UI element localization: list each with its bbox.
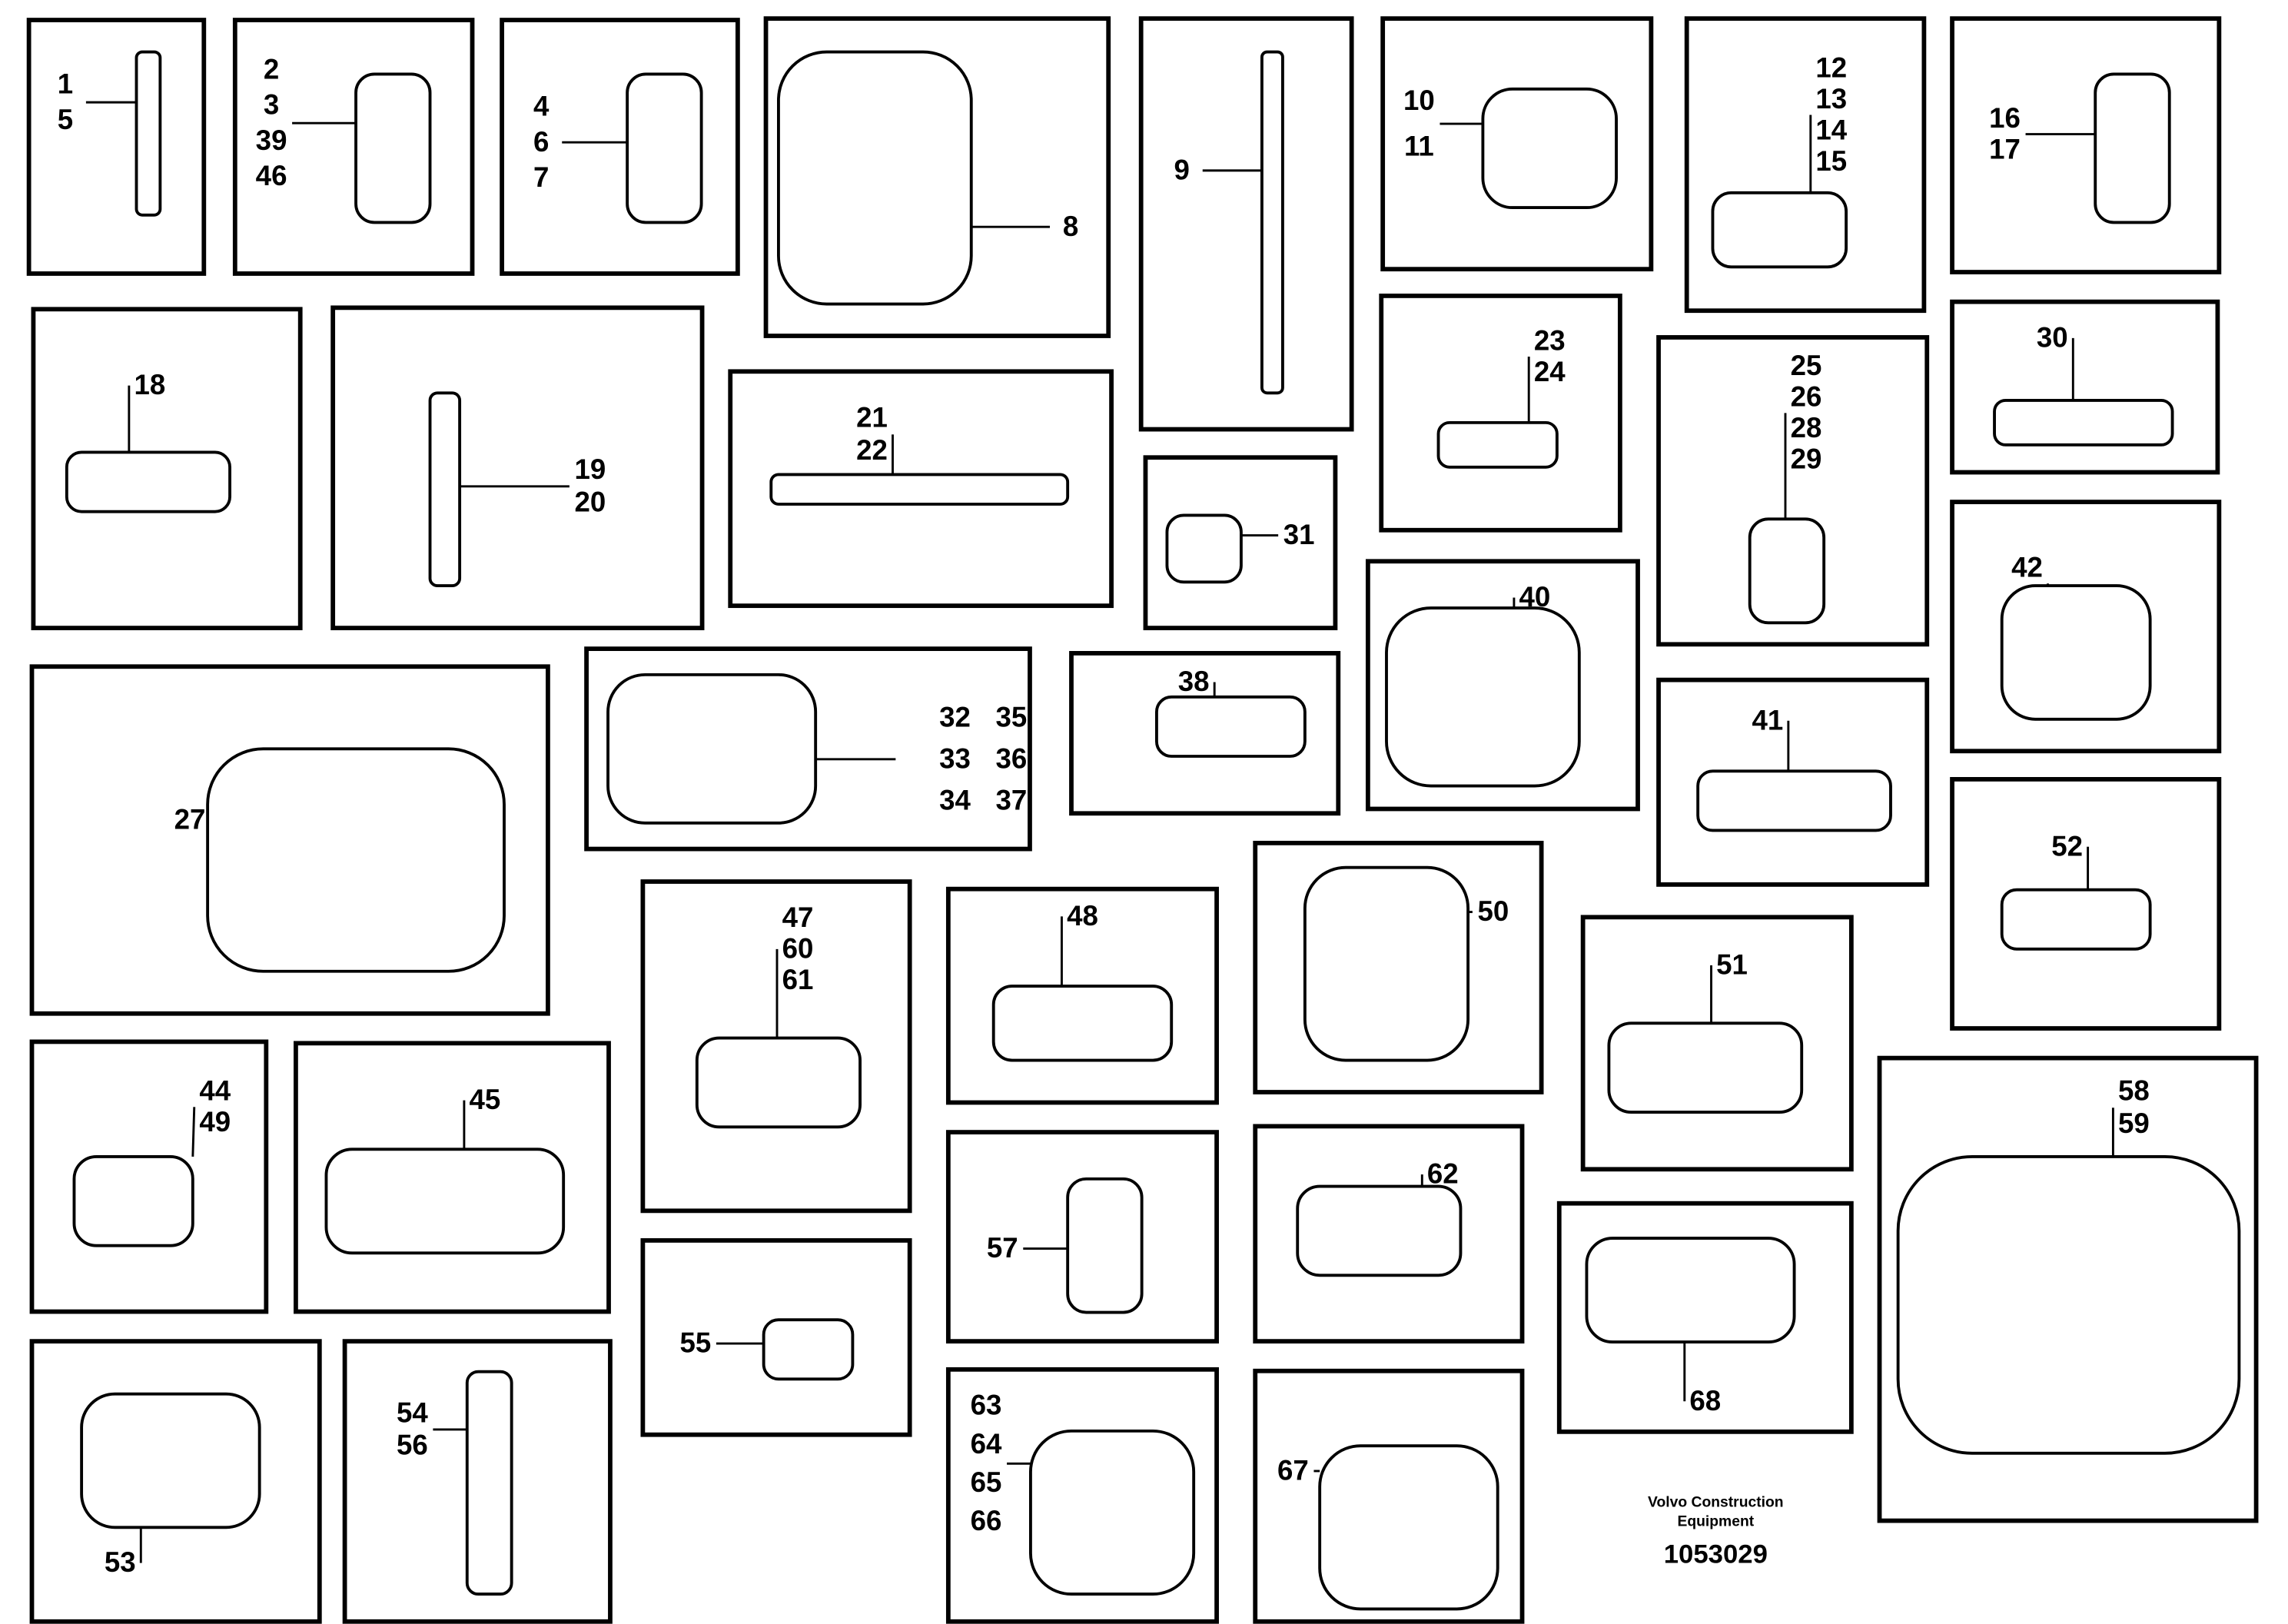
- company-line-1: Volvo Construction: [1648, 1494, 1784, 1512]
- callout-number: 53: [104, 1548, 136, 1579]
- callout-number: 35: [995, 702, 1028, 735]
- callout-number: 66: [970, 1506, 1002, 1538]
- callout-number: 6: [533, 127, 550, 159]
- callout-number: 8: [1062, 211, 1079, 244]
- part-panel: [640, 879, 912, 1214]
- part-panel: [1253, 1368, 1525, 1624]
- callout-number: 43: [2011, 584, 2043, 616]
- part-panel: [1253, 840, 1544, 1094]
- company-name: Volvo Construction Equipment: [1648, 1493, 1784, 1532]
- callout-number: 26: [1790, 382, 1822, 414]
- callout-number: 47: [782, 903, 814, 935]
- callout-number: 63: [970, 1390, 1002, 1423]
- callout-number: 21: [856, 403, 888, 435]
- part-panel: [728, 369, 1114, 609]
- part-panel: [232, 18, 475, 276]
- callout-number: 51: [1716, 950, 1748, 982]
- part-panel: [1684, 16, 1927, 314]
- callout-number: 22: [856, 436, 888, 467]
- callout-number: 34: [939, 785, 971, 818]
- callout-number: 50: [1477, 897, 1509, 928]
- callout-number: 65: [970, 1468, 1002, 1499]
- callout-number: 31: [1283, 520, 1315, 552]
- part-panel: [330, 305, 705, 630]
- callout-number: 38: [1177, 667, 1210, 699]
- callout-number: 5: [57, 105, 74, 137]
- callout-number: 24: [1533, 357, 1566, 389]
- callout-number: 60: [782, 934, 814, 966]
- callout-number: 10: [1403, 85, 1435, 118]
- part-panel: [1950, 16, 2222, 274]
- callout-number: 30: [2036, 323, 2068, 355]
- callout-number: 15: [1815, 147, 1848, 178]
- part-panel: [294, 1041, 611, 1314]
- callout-number: 49: [199, 1108, 231, 1139]
- callout-number: 32: [939, 702, 971, 735]
- callout-number: 14: [1815, 115, 1848, 148]
- callout-number: 55: [679, 1328, 712, 1360]
- callout-number: 19: [574, 455, 606, 487]
- part-panel: [29, 664, 550, 1016]
- part-panel: [1365, 559, 1640, 812]
- callout-number: 67: [1277, 1456, 1309, 1488]
- part-panel: [1950, 500, 2222, 754]
- callout-number: 13: [1815, 84, 1848, 116]
- callout-number: 16: [1989, 104, 2021, 135]
- part-panel: [1138, 16, 1354, 432]
- company-line-2: Equipment: [1677, 1513, 1755, 1531]
- callout-number: 11: [1404, 131, 1434, 164]
- part-panel: [763, 16, 1111, 338]
- part-panel: [29, 1039, 269, 1314]
- part-panel: [1950, 777, 2222, 1031]
- part-panel: [1877, 1055, 2259, 1523]
- callout-number: 2: [263, 55, 280, 86]
- callout-number: 44: [199, 1076, 231, 1108]
- callout-number: 61: [782, 965, 814, 997]
- callout-number: 57: [986, 1234, 1018, 1265]
- callout-number: 64: [970, 1429, 1002, 1461]
- part-panel: [1950, 299, 2220, 475]
- callout-number: 27: [174, 805, 206, 837]
- callout-number: 17: [1989, 135, 2021, 167]
- callout-number: 68: [1689, 1386, 1722, 1418]
- part-panel: [1656, 677, 1930, 887]
- callout-number: 54: [396, 1398, 428, 1430]
- callout-number: 12: [1815, 53, 1848, 85]
- callout-number: 45: [469, 1085, 501, 1117]
- callout-number: 41: [1752, 706, 1784, 737]
- part-panel: [1379, 294, 1622, 533]
- callout-number: 62: [1426, 1159, 1459, 1191]
- callout-number: 1: [57, 69, 74, 101]
- part-panel: [26, 18, 207, 276]
- callout-number: 3: [263, 90, 280, 122]
- callout-number: 40: [1519, 583, 1551, 614]
- callout-number: 33: [939, 744, 971, 776]
- callout-number: 36: [995, 744, 1028, 776]
- part-panel: [1253, 1124, 1525, 1344]
- callout-number: 52: [2051, 832, 2083, 863]
- callout-number: 29: [1790, 444, 1822, 477]
- callout-number: 56: [396, 1430, 428, 1463]
- callout-number: 25: [1790, 351, 1822, 383]
- part-panel: [342, 1339, 613, 1624]
- callout-number: 58: [2118, 1076, 2150, 1108]
- callout-number: 28: [1790, 413, 1822, 445]
- callout-number: 9: [1174, 155, 1190, 188]
- part-panel: [29, 1339, 322, 1624]
- callout-number: 4: [533, 91, 550, 124]
- callout-number: 18: [134, 370, 166, 402]
- callout-number: 39: [255, 125, 287, 158]
- callout-number: 42: [2011, 553, 2043, 585]
- callout-number: 37: [995, 785, 1028, 818]
- drawing-number: 1053029: [1663, 1539, 1768, 1569]
- callout-number: 23: [1533, 326, 1566, 357]
- callout-number: 48: [1067, 902, 1098, 933]
- callout-number: 46: [255, 161, 287, 193]
- callout-number: 7: [533, 163, 550, 194]
- part-panel: [31, 307, 303, 630]
- callout-number: 59: [2118, 1109, 2150, 1141]
- callout-number: 20: [574, 487, 606, 520]
